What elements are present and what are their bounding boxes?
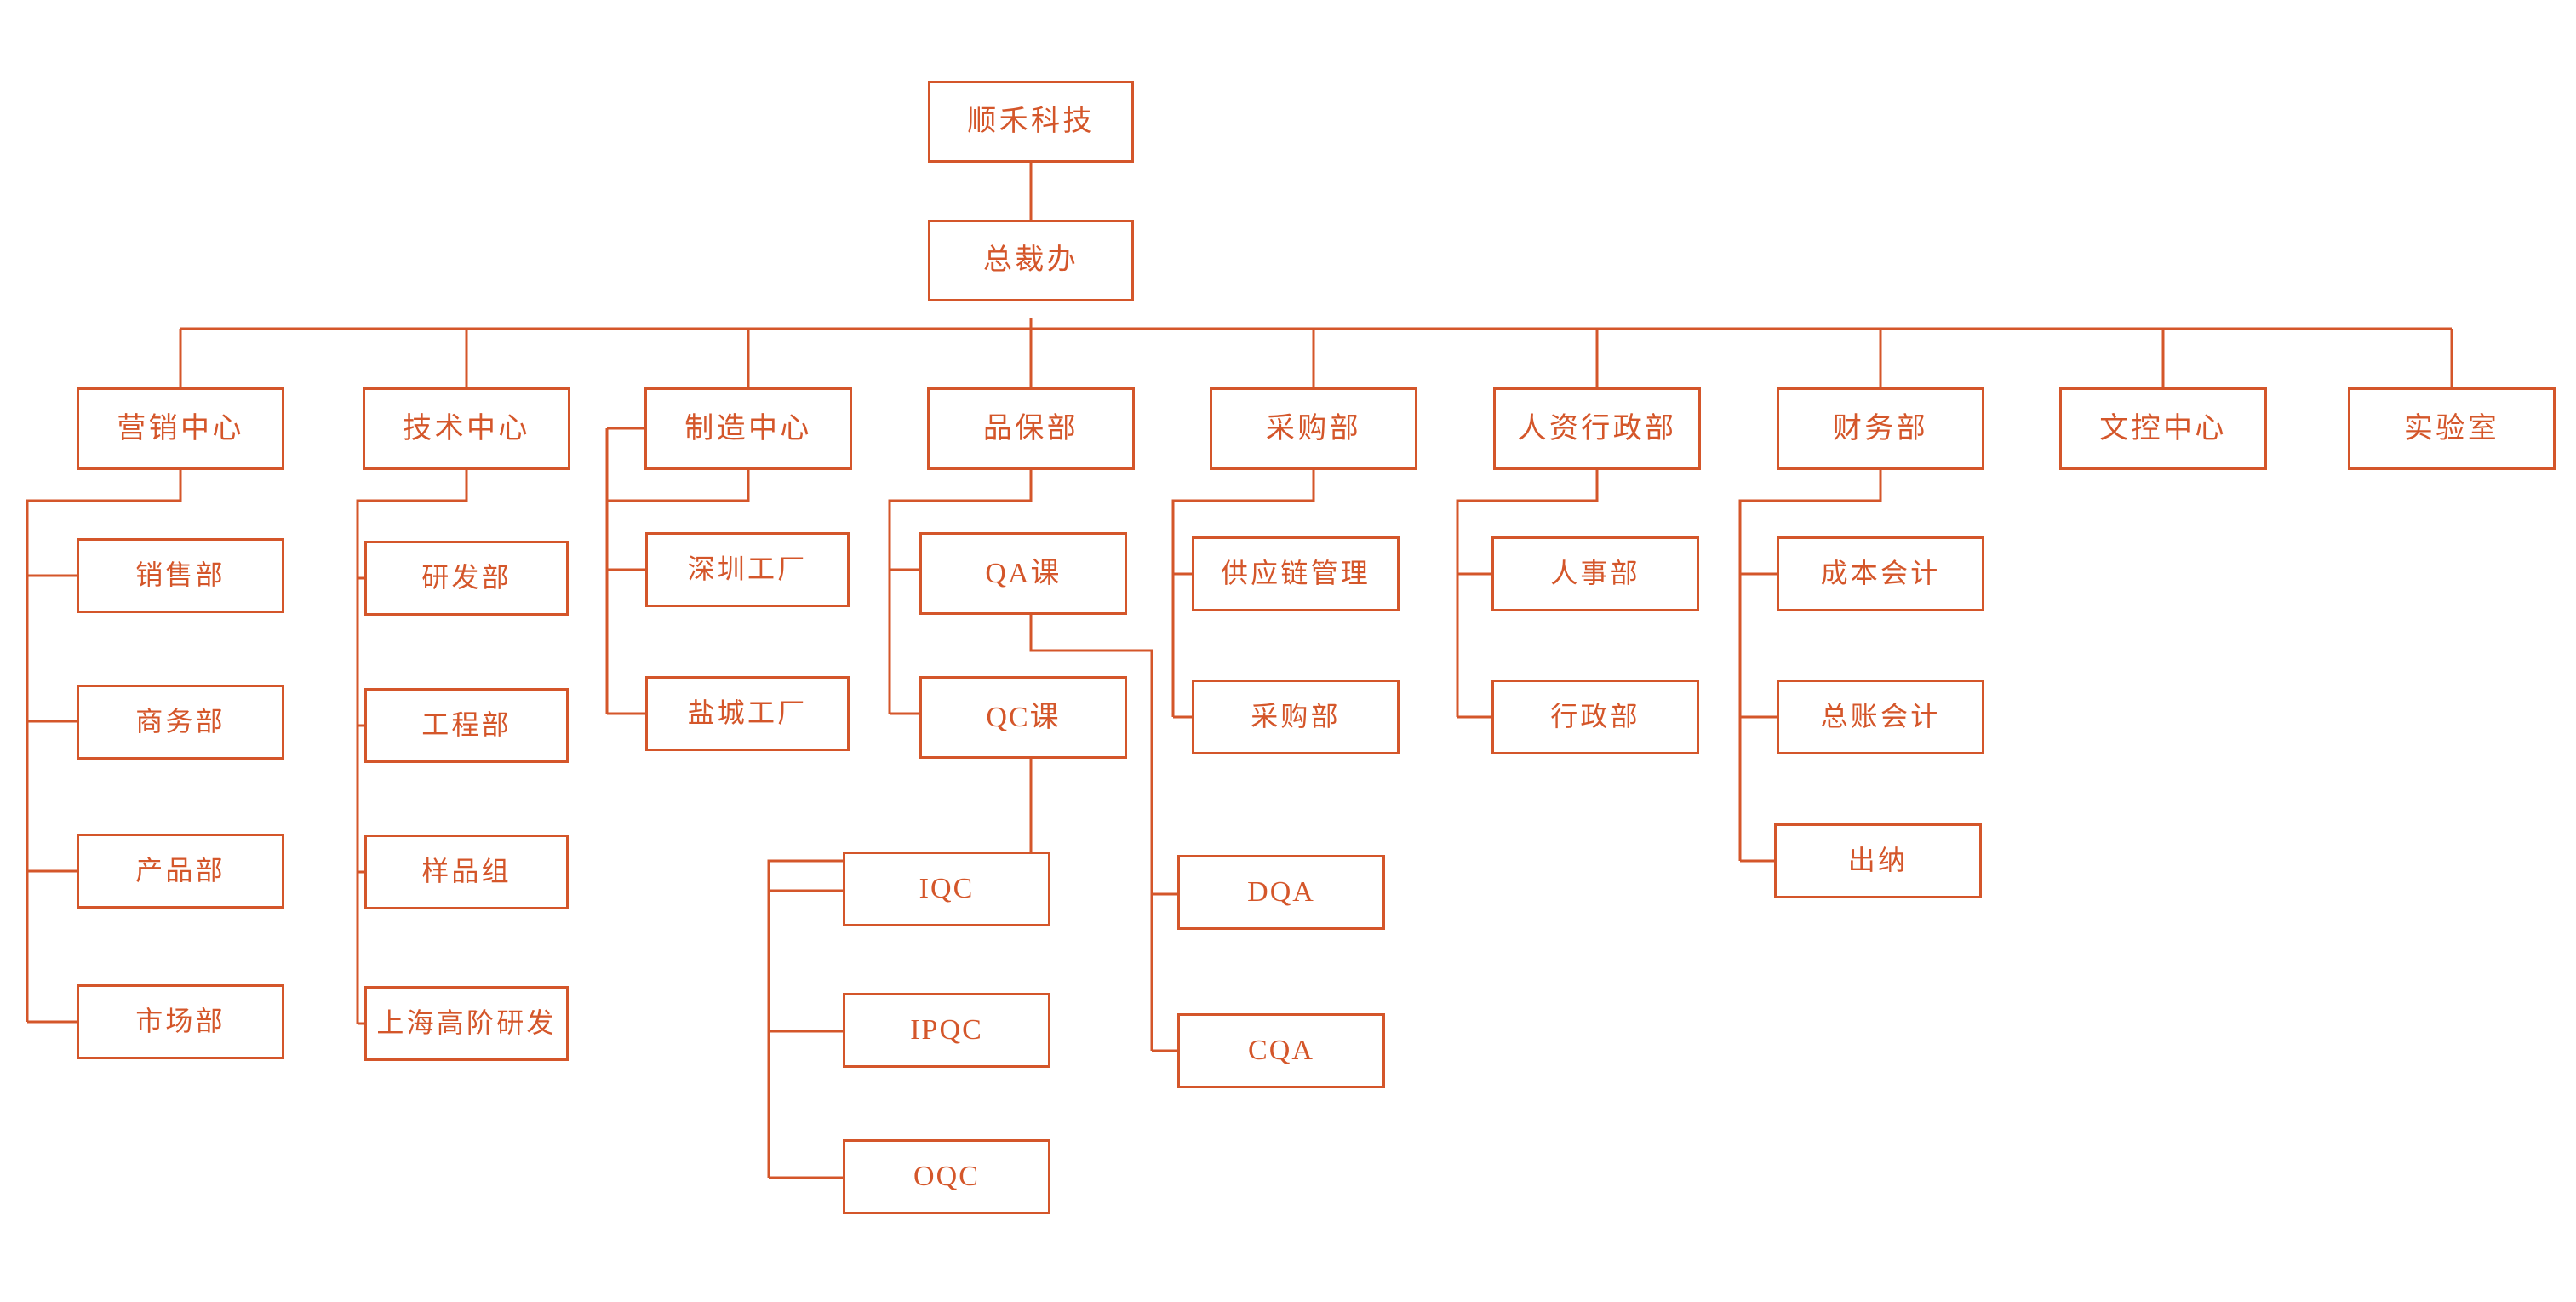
node-manufacturing-center[interactable]: 制造中心 [644, 387, 852, 470]
node-quality-assurance-dept[interactable]: 品保部 [927, 387, 1135, 470]
node-shanghai-advanced-rnd[interactable]: 上海高阶研发 [364, 986, 569, 1061]
node-iqc[interactable]: IQC [843, 852, 1050, 926]
node-cashier[interactable]: 出纳 [1774, 823, 1982, 898]
node-technology-center[interactable]: 技术中心 [363, 387, 570, 470]
node-sample-group[interactable]: 样品组 [364, 835, 569, 909]
node-marketing-center[interactable]: 营销中心 [77, 387, 284, 470]
node-dqa[interactable]: DQA [1177, 855, 1385, 930]
node-finance-dept[interactable]: 财务部 [1777, 387, 1984, 470]
node-company[interactable]: 顺禾科技 [928, 81, 1134, 163]
node-shenzhen-plant[interactable]: 深圳工厂 [645, 532, 850, 607]
node-cqa[interactable]: CQA [1177, 1013, 1385, 1088]
node-qc-section[interactable]: QC课 [919, 676, 1127, 759]
node-purchasing-dept[interactable]: 采购部 [1210, 387, 1417, 470]
node-general-ledger-accounting[interactable]: 总账会计 [1777, 680, 1984, 754]
node-engineering-dept[interactable]: 工程部 [364, 688, 569, 763]
node-business-dept[interactable]: 商务部 [77, 685, 284, 760]
node-supply-chain-management[interactable]: 供应链管理 [1192, 536, 1400, 611]
node-ipqc[interactable]: IPQC [843, 993, 1050, 1068]
node-hr-admin-dept[interactable]: 人资行政部 [1493, 387, 1701, 470]
node-yancheng-plant[interactable]: 盐城工厂 [645, 676, 850, 751]
node-oqc[interactable]: OQC [843, 1139, 1050, 1214]
node-product-dept[interactable]: 产品部 [77, 834, 284, 909]
node-market-dept[interactable]: 市场部 [77, 984, 284, 1059]
node-cost-accounting[interactable]: 成本会计 [1777, 536, 1984, 611]
node-purchase-dept[interactable]: 采购部 [1192, 680, 1400, 754]
node-sales-dept[interactable]: 销售部 [77, 538, 284, 613]
node-qa-section[interactable]: QA课 [919, 532, 1127, 615]
node-laboratory[interactable]: 实验室 [2348, 387, 2556, 470]
node-president-office[interactable]: 总裁办 [928, 220, 1134, 301]
node-rnd-dept[interactable]: 研发部 [364, 541, 569, 616]
node-administration-dept[interactable]: 行政部 [1491, 680, 1699, 754]
node-personnel-dept[interactable]: 人事部 [1491, 536, 1699, 611]
node-document-control-center[interactable]: 文控中心 [2059, 387, 2267, 470]
